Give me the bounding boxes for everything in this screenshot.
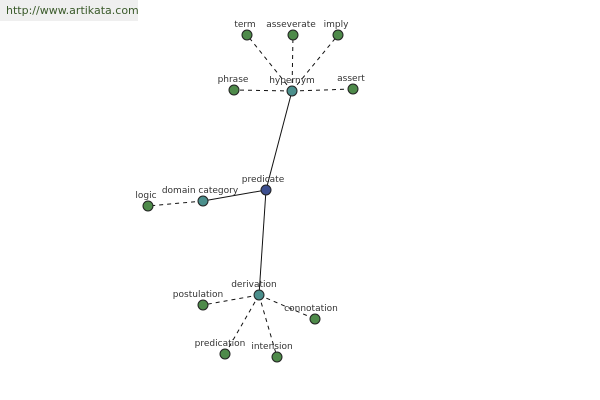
edge-hypernym-assert xyxy=(291,88,354,92)
graph-edges xyxy=(147,34,354,358)
node-marker-asseverate[interactable] xyxy=(287,29,299,41)
node-label-derivation: derivation xyxy=(231,280,277,290)
node-marker-predication[interactable] xyxy=(219,348,231,360)
node-marker-predicate[interactable] xyxy=(260,184,272,196)
node-label-domain: domain category xyxy=(162,186,239,196)
node-marker-postulation[interactable] xyxy=(197,299,209,311)
edge-derivation-predication xyxy=(224,294,260,355)
edge-hypernym-asseverate xyxy=(291,34,294,92)
node-label-term: term xyxy=(234,20,255,30)
edge-derivation-intension xyxy=(258,294,278,358)
node-marker-logic[interactable] xyxy=(142,200,154,212)
node-label-assert: assert xyxy=(337,74,365,84)
node-label-intension: intension xyxy=(251,342,292,352)
node-predication[interactable]: predication xyxy=(195,339,246,360)
node-marker-derivation[interactable] xyxy=(253,289,265,301)
node-imply[interactable]: imply xyxy=(324,20,349,41)
node-label-imply: imply xyxy=(324,20,349,30)
node-postulation[interactable]: postulation xyxy=(173,290,223,311)
node-label-connotation: connotation xyxy=(284,304,338,314)
edge-derivation-connotation xyxy=(258,294,316,320)
edge-predicate-derivation xyxy=(258,189,267,296)
node-term[interactable]: term xyxy=(234,20,256,41)
node-hypernym[interactable]: hypernym xyxy=(269,76,315,97)
edge-domain-logic xyxy=(147,200,204,207)
node-label-predication: predication xyxy=(195,339,246,349)
node-label-asseverate: asseverate xyxy=(266,20,316,30)
source-url-banner[interactable]: http://www.artikata.com xyxy=(0,0,139,21)
node-marker-phrase[interactable] xyxy=(228,84,240,96)
edge-predicate-domain xyxy=(202,189,267,202)
graph-nodes: predicate hypernym domain category derivati… xyxy=(135,20,365,363)
node-marker-term[interactable] xyxy=(241,29,253,41)
node-label-logic: logic xyxy=(135,191,156,201)
node-label-hypernym: hypernym xyxy=(269,76,315,86)
node-marker-connotation[interactable] xyxy=(309,313,321,325)
node-label-predicate: predicate xyxy=(242,175,285,185)
edge-derivation-postulation xyxy=(202,294,260,306)
node-marker-intension[interactable] xyxy=(271,351,283,363)
node-connotation[interactable]: connotation xyxy=(284,304,338,325)
node-marker-domain[interactable] xyxy=(197,195,209,207)
node-marker-imply[interactable] xyxy=(332,29,344,41)
node-marker-assert[interactable] xyxy=(347,83,359,95)
edge-hypernym-term xyxy=(246,34,293,92)
node-derivation[interactable]: derivation xyxy=(231,280,277,301)
node-phrase[interactable]: phrase xyxy=(218,75,249,96)
edge-hypernym-phrase xyxy=(233,89,293,92)
node-domain[interactable]: domain category xyxy=(162,186,239,207)
node-intension[interactable]: intension xyxy=(251,342,293,363)
node-marker-hypernym[interactable] xyxy=(286,85,298,97)
node-label-phrase: phrase xyxy=(218,75,249,85)
node-label-postulation: postulation xyxy=(173,290,223,300)
node-asseverate[interactable]: asseverate xyxy=(266,20,316,41)
node-predicate[interactable]: predicate xyxy=(242,175,285,196)
node-assert[interactable]: assert xyxy=(337,74,365,95)
node-logic[interactable]: logic xyxy=(135,191,157,212)
edge-predicate-hypernym xyxy=(265,90,293,191)
